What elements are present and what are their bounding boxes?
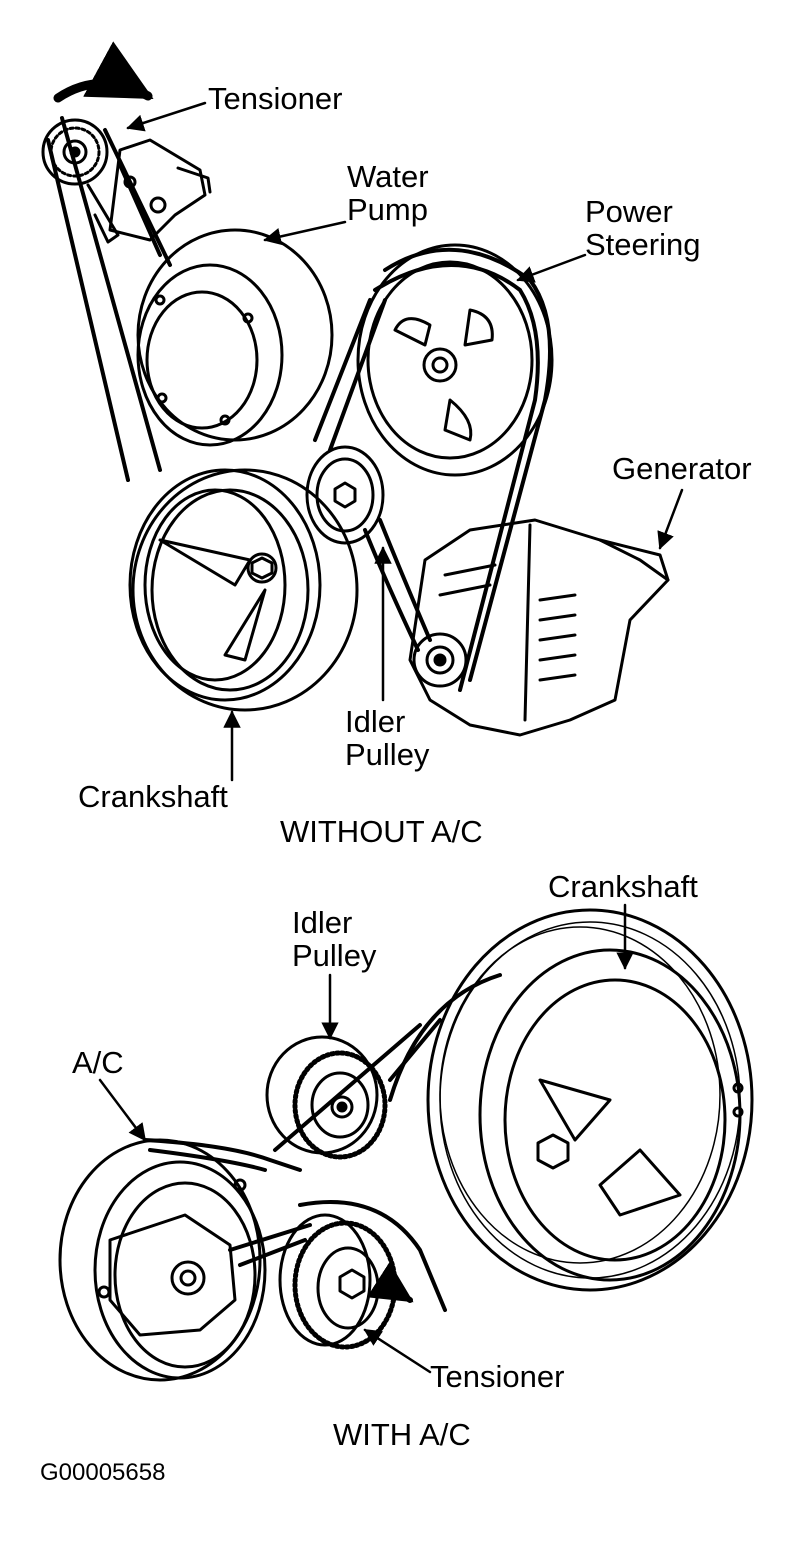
generator-leader xyxy=(657,488,684,550)
generator xyxy=(408,518,670,737)
power-steering-pulley xyxy=(356,243,554,477)
label-ac: A/C xyxy=(72,1045,124,1080)
tensioner-pulley xyxy=(41,118,120,244)
tensioner-leader xyxy=(126,101,207,132)
crankshaft-pulley-ac xyxy=(426,908,754,1292)
water-pump-pulley xyxy=(136,228,334,447)
label-idler-pulley-line2: Pulley xyxy=(345,737,430,772)
label-crankshaft: Crankshaft xyxy=(78,779,228,814)
tension-direction-arrow xyxy=(366,1261,414,1303)
label-water-pump: Water Pump xyxy=(347,160,429,226)
crankshaft-pulley xyxy=(128,468,359,712)
label-power-steering: Power Steering xyxy=(585,195,700,261)
power-steering-leader xyxy=(516,253,587,283)
label-idler-pulley: Idler Pulley xyxy=(345,705,429,771)
diagram-without-ac xyxy=(41,41,684,782)
drive-belt xyxy=(46,116,552,692)
leader-arrows-top xyxy=(126,101,684,782)
caption-with-ac: WITH A/C xyxy=(333,1417,471,1452)
label-idler-pulley-ac-line1: Idler xyxy=(292,905,353,940)
tensioner-pulley-ac xyxy=(278,1213,414,1350)
leader-arrows-bottom xyxy=(98,903,634,1374)
diagram-with-ac xyxy=(58,903,754,1382)
tensioner-leader-ac xyxy=(363,1328,432,1374)
label-tensioner-ac: Tensioner xyxy=(430,1359,565,1394)
label-idler-pulley-ac-line2: Pulley xyxy=(292,938,377,973)
rotation-arrow xyxy=(53,41,154,103)
label-idler-pulley-ac: Idler Pulley xyxy=(292,906,376,972)
caption-without-ac: WITHOUT A/C xyxy=(280,814,483,849)
label-idler-pulley-line1: Idler xyxy=(345,704,406,739)
idler-pulley xyxy=(305,445,385,545)
water-pump-leader xyxy=(263,220,347,246)
figure-id: G00005658 xyxy=(40,1459,166,1486)
label-power-steering-line1: Power xyxy=(585,194,673,229)
ac-compressor-pulley xyxy=(58,1138,267,1382)
label-water-pump-line1: Water xyxy=(347,159,429,194)
drive-belt-ac xyxy=(143,973,502,1312)
label-tensioner: Tensioner xyxy=(208,81,343,116)
label-power-steering-line2: Steering xyxy=(585,227,701,262)
label-generator: Generator xyxy=(612,451,752,486)
label-crankshaft-ac: Crankshaft xyxy=(548,869,698,904)
ac-leader xyxy=(98,1078,147,1142)
tensioner-bracket xyxy=(108,138,212,242)
label-water-pump-line2: Pump xyxy=(347,192,428,227)
